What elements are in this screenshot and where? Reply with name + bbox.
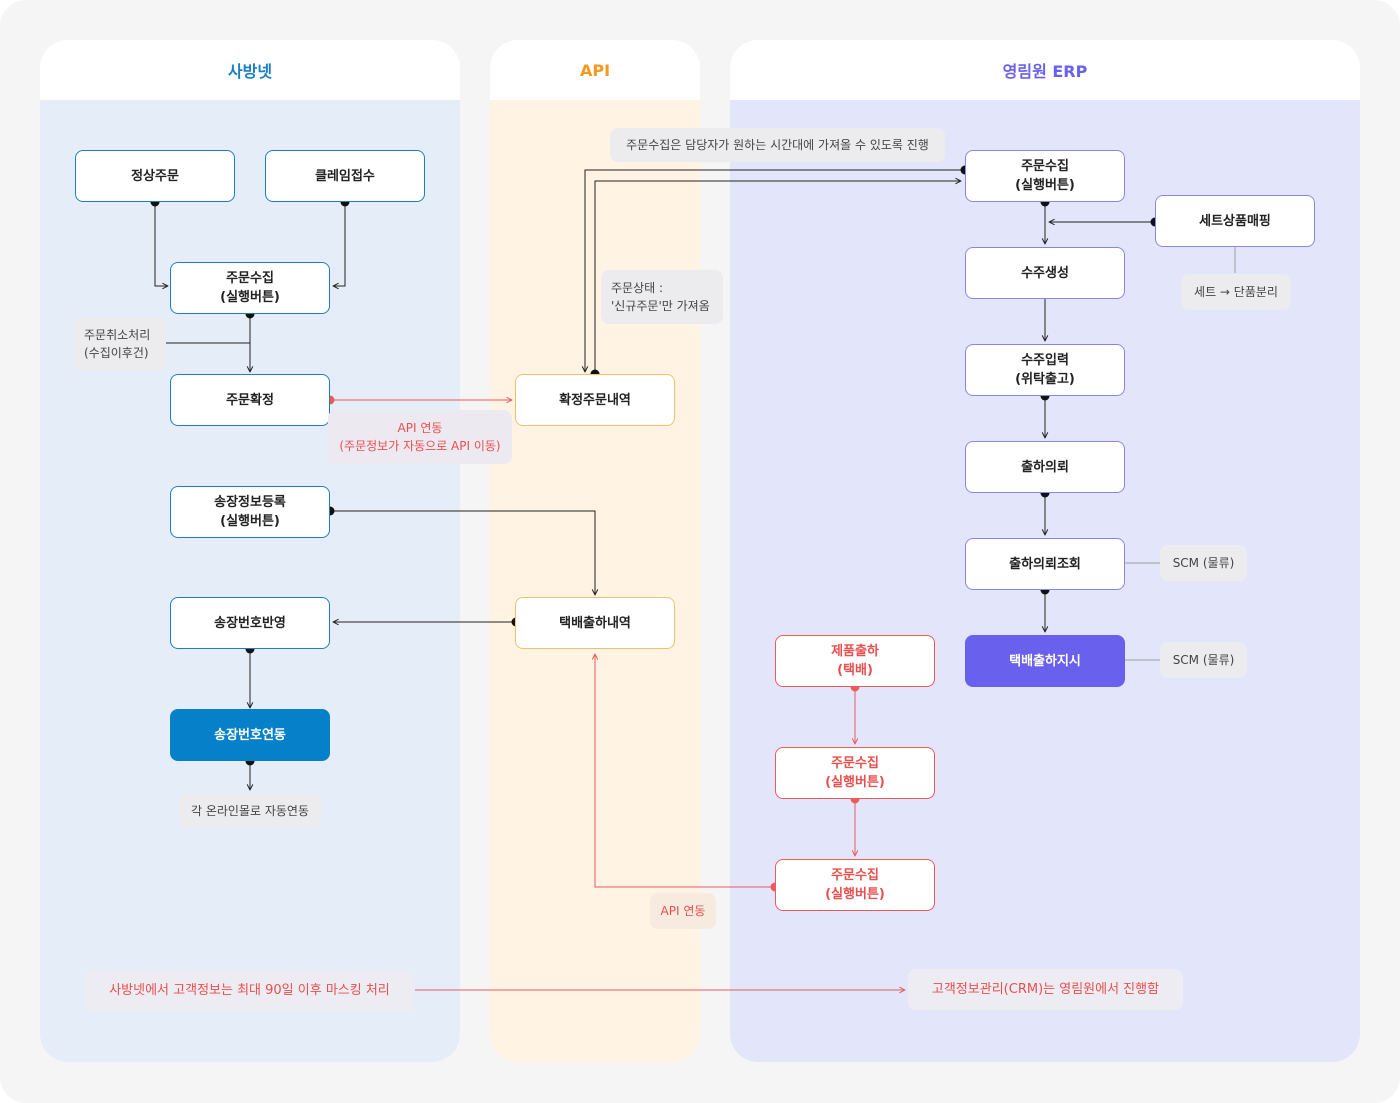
node-delivery-instruction: 택배출하지시 [965, 635, 1125, 687]
node-product-ship: 제품출하 (택배) [775, 635, 935, 687]
node-set-mapping: 세트상품매핑 [1155, 195, 1315, 247]
node-erp-order-collect: 주문수집 (실행버튼) [965, 150, 1125, 202]
node-order-collect: 주문수집 (실행버튼) [170, 262, 330, 314]
node-claim-receipt: 클레임접수 [265, 150, 425, 202]
note-cancel-processing: 주문취소처리 (수집이후건) [74, 317, 166, 371]
note-collect-anytime: 주문수집은 담당자가 원하는 시간대에 가져올 수 있도록 진행 [610, 128, 945, 162]
note-api-link: API 연동 [650, 893, 716, 929]
lane-title-sabangnet: 사방넷 [40, 40, 460, 100]
node-ship-request: 출하의뢰 [965, 441, 1125, 493]
note-auto-link-malls: 각 온라인몰로 자동연동 [179, 794, 321, 828]
node-invoice-link: 송장번호연동 [170, 709, 330, 761]
node-invoice-reflect: 송장번호반영 [170, 597, 330, 649]
node-order-input: 수주입력 (위탁출고) [965, 344, 1125, 396]
note-set-split: 세트 → 단품분리 [1181, 274, 1291, 310]
node-normal-order: 정상주문 [75, 150, 235, 202]
node-delivery-shipments: 택배출하내역 [515, 597, 675, 649]
note-masking: 사방넷에서 고객정보는 최대 90일 이후 마스킹 처리 [85, 970, 414, 1011]
lane-title-erp: 영림원 ERP [730, 40, 1360, 100]
note-api-link-auto: API 연동 (주문정보가 자동으로 API 이동) [328, 410, 512, 464]
node-order-create: 수주생성 [965, 247, 1125, 299]
node-invoice-register: 송장정보등록 (실행버튼) [170, 486, 330, 538]
node-ship-request-query: 출하의뢰조회 [965, 538, 1125, 590]
node-confirmed-orders: 확정주문내역 [515, 374, 675, 426]
node-order-collect-3: 주문수집 (실행버튼) [775, 859, 935, 911]
note-order-status: 주문상태 : '신규주문'만 가져옴 [601, 270, 723, 324]
note-scm-1: SCM (물류) [1160, 545, 1247, 581]
lane-title-api: API [490, 40, 700, 100]
node-order-collect-2: 주문수집 (실행버튼) [775, 747, 935, 799]
node-order-confirm: 주문확정 [170, 374, 330, 426]
note-crm: 고객정보관리(CRM)는 영림원에서 진행함 [908, 969, 1183, 1010]
lane-body-sabangnet [40, 100, 460, 1062]
note-scm-2: SCM (물류) [1160, 642, 1247, 678]
